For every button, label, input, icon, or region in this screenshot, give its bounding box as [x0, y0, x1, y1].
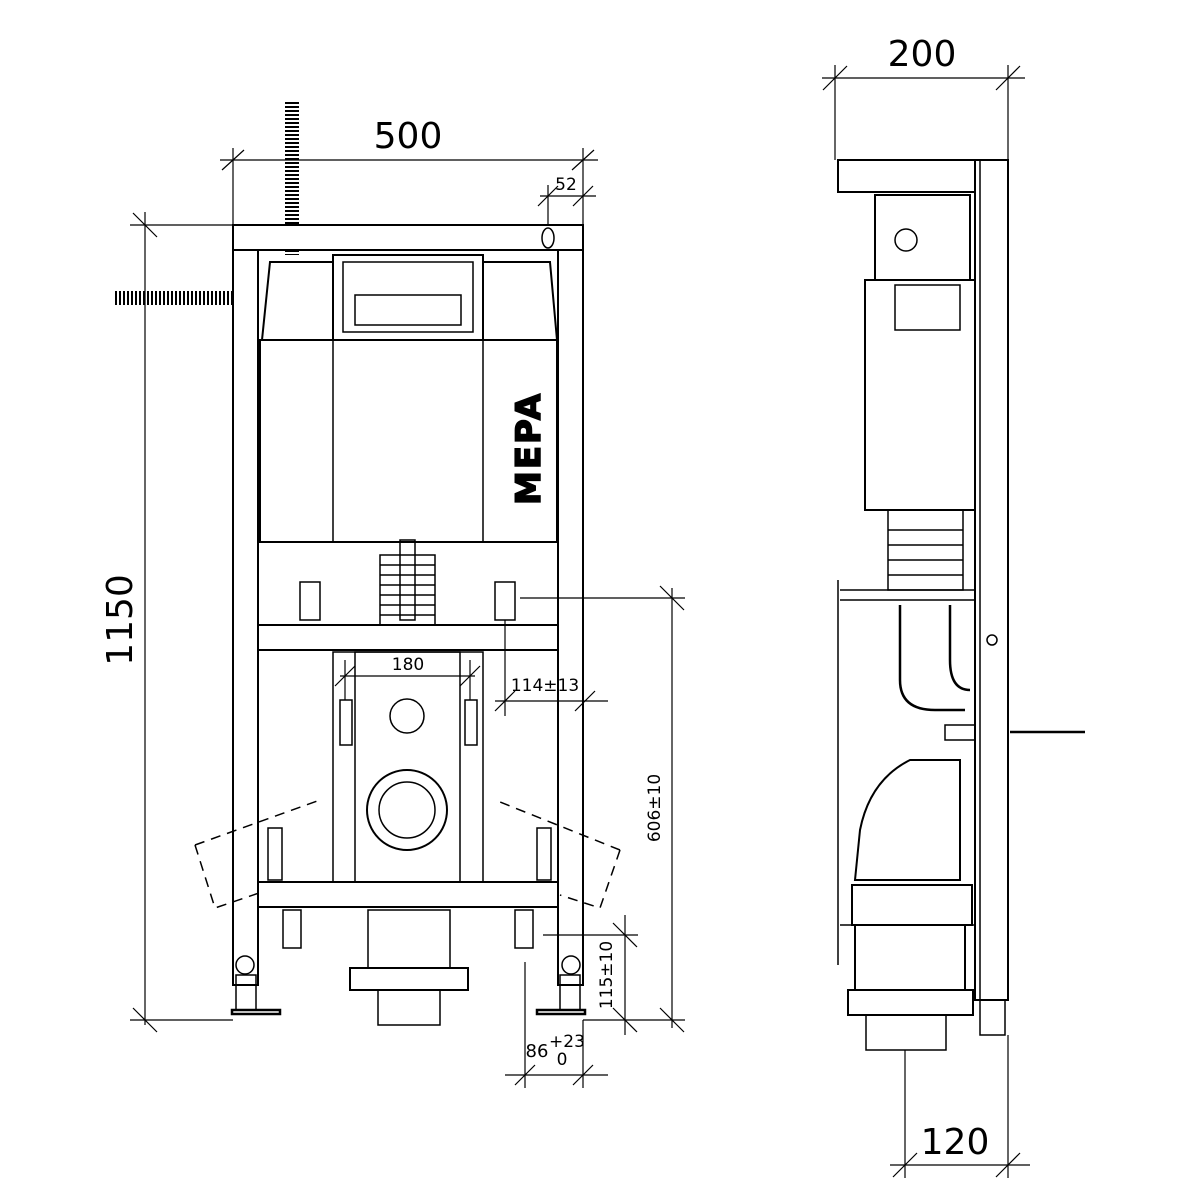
side-top-bracket [837, 159, 976, 193]
lower-crossbar [257, 881, 559, 908]
dimension-606: 606±10 [520, 585, 685, 1033]
dimension-180: 180 [334, 655, 481, 700]
mepa-logo: MEPA [508, 391, 550, 506]
bolt-height-label: 606±10 [645, 774, 665, 842]
right-foot-plate [535, 1008, 587, 1016]
foot-offset-tol-minus: 0 [557, 1050, 568, 1070]
height-label: 1150 [100, 574, 141, 666]
drain-depth-label: 120 [921, 1122, 990, 1163]
side-cistern [864, 279, 976, 511]
foot-offset-label: 86 [526, 1041, 549, 1062]
left-foot-bolt [235, 955, 255, 975]
foot-offset-tol-plus: +23 [549, 1032, 585, 1052]
middle-crossbar [257, 624, 559, 651]
front-view: MEPA [115, 102, 621, 1026]
foot-height-label: 115±10 [597, 941, 617, 1009]
right-post [557, 224, 584, 986]
depth-label: 200 [888, 34, 957, 75]
top-bar [232, 224, 584, 251]
left-foot-plate [230, 1008, 282, 1016]
side-valve-housing [874, 194, 971, 281]
side-flush-pipe [898, 605, 965, 712]
dimension-500: 500 [220, 116, 598, 225]
dimension-115: 115±10 [543, 915, 638, 1035]
drain-spacing-label: 180 [392, 655, 424, 675]
dimension-114: 114±13 [494, 620, 608, 716]
side-view [837, 159, 1085, 1051]
width-label: 500 [374, 116, 443, 157]
top-hole [541, 227, 555, 249]
water-inlet [389, 698, 425, 734]
offset-top-label: 52 [555, 175, 577, 195]
cistern-body [259, 339, 558, 543]
control-box [332, 254, 484, 341]
dimension-1150: 1150 [100, 212, 233, 1033]
left-post [232, 224, 259, 986]
dimension-52: 52 [537, 175, 596, 225]
bolt-offset-label: 114±13 [511, 676, 579, 696]
side-drain-bend [853, 759, 961, 881]
svg-text:MEPA: MEPA [509, 392, 549, 505]
dimension-200: 200 [822, 34, 1025, 160]
dimension-86: 86 +23 0 [505, 962, 608, 1088]
right-foot-bolt [561, 955, 581, 975]
dimension-120: 120 [890, 1035, 1030, 1178]
